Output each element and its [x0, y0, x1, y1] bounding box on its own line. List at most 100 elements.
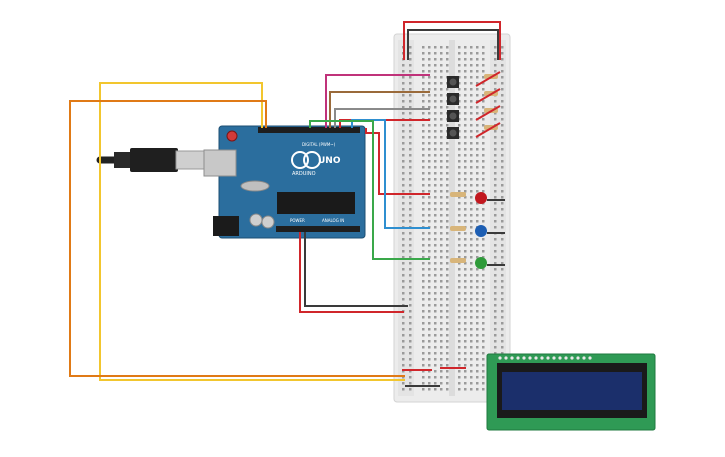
breadboard-hole — [434, 298, 437, 301]
breadboard-hole — [464, 334, 467, 337]
breadboard[interactable] — [393, 33, 511, 403]
led-blue[interactable] — [475, 225, 487, 237]
breadboard-hole — [446, 262, 449, 265]
breadboard-hole — [482, 340, 485, 343]
breadboard-hole — [409, 88, 412, 91]
breadboard-hole — [470, 244, 473, 247]
breadboard-hole — [458, 358, 461, 361]
breadboard-hole — [482, 304, 485, 307]
breadboard-hole — [458, 322, 461, 325]
breadboard-hole — [482, 88, 485, 91]
breadboard-hole — [464, 280, 467, 283]
reset-button[interactable] — [226, 130, 238, 142]
breadboard-hole — [402, 316, 405, 319]
push-button-1-cap — [449, 78, 457, 86]
wire-red-led — [365, 128, 430, 195]
breadboard-hole — [476, 94, 479, 97]
usb-plug-tip — [175, 150, 207, 170]
breadboard-hole — [470, 70, 473, 73]
breadboard-hole — [434, 100, 437, 103]
breadboard-hole — [446, 244, 449, 247]
breadboard-hole — [440, 94, 443, 97]
breadboard-hole — [476, 316, 479, 319]
breadboard-hole — [494, 250, 497, 253]
led-green[interactable] — [475, 257, 487, 269]
breadboard-hole — [470, 238, 473, 241]
breadboard-hole — [464, 304, 467, 307]
breadboard-hole — [482, 64, 485, 67]
breadboard-hole — [501, 124, 504, 127]
breadboard-hole — [476, 364, 479, 367]
breadboard-hole — [440, 202, 443, 205]
breadboard-hole — [482, 142, 485, 145]
breadboard-hole — [422, 214, 425, 217]
crystal-oscillator — [240, 180, 270, 192]
breadboard-hole — [494, 178, 497, 181]
breadboard-hole — [458, 88, 461, 91]
led-red[interactable] — [475, 192, 487, 204]
breadboard-hole — [428, 268, 431, 271]
breadboard-hole — [428, 304, 431, 307]
breadboard-hole — [494, 136, 497, 139]
breadboard-hole — [464, 106, 467, 109]
breadboard-hole — [458, 232, 461, 235]
breadboard-hole — [501, 94, 504, 97]
breadboard-hole — [464, 292, 467, 295]
breadboard-hole — [422, 310, 425, 313]
breadboard-hole — [482, 298, 485, 301]
breadboard-hole — [476, 292, 479, 295]
breadboard-hole — [402, 352, 405, 355]
breadboard-hole — [440, 64, 443, 67]
breadboard-hole — [476, 124, 479, 127]
breadboard-hole — [434, 202, 437, 205]
breadboard-hole — [434, 364, 437, 367]
breadboard-hole — [402, 262, 405, 265]
breadboard-hole — [422, 106, 425, 109]
breadboard-hole — [409, 94, 412, 97]
breadboard-hole — [402, 172, 405, 175]
lcd-display[interactable] — [486, 353, 656, 431]
breadboard-hole — [476, 46, 479, 49]
breadboard-hole — [434, 220, 437, 223]
breadboard-hole — [470, 274, 473, 277]
breadboard-hole — [446, 46, 449, 49]
breadboard-hole — [440, 334, 443, 337]
breadboard-hole — [428, 124, 431, 127]
breadboard-hole — [402, 94, 405, 97]
breadboard-hole — [494, 316, 497, 319]
breadboard-hole — [428, 298, 431, 301]
breadboard-hole — [428, 202, 431, 205]
breadboard-hole — [434, 112, 437, 115]
breadboard-hole — [494, 190, 497, 193]
breadboard-hole — [409, 304, 412, 307]
breadboard-hole — [494, 238, 497, 241]
breadboard-hole — [501, 202, 504, 205]
usb-cable[interactable] — [96, 148, 207, 172]
breadboard-hole — [422, 316, 425, 319]
breadboard-hole — [470, 280, 473, 283]
breadboard-hole — [440, 238, 443, 241]
breadboard-hole — [422, 58, 425, 61]
breadboard-hole — [446, 364, 449, 367]
breadboard-hole — [458, 256, 461, 259]
breadboard-hole — [428, 208, 431, 211]
arduino-uno-board[interactable]: UNO ARDUINO DIGITAL (PWM~) POWER ANALOG … — [203, 125, 366, 239]
breadboard-hole — [409, 58, 412, 61]
breadboard-hole — [434, 322, 437, 325]
breadboard-hole — [402, 190, 405, 193]
breadboard-hole — [501, 118, 504, 121]
breadboard-hole — [501, 298, 504, 301]
breadboard-hole — [501, 280, 504, 283]
breadboard-hole — [476, 346, 479, 349]
breadboard-hole — [434, 328, 437, 331]
breadboard-hole — [458, 370, 461, 373]
push-buttons[interactable] — [447, 76, 459, 139]
breadboard-hole — [494, 280, 497, 283]
breadboard-hole — [494, 322, 497, 325]
breadboard-hole — [409, 142, 412, 145]
breadboard-hole — [470, 52, 473, 55]
breadboard-hole — [464, 160, 467, 163]
breadboard-hole — [402, 232, 405, 235]
breadboard-hole — [440, 346, 443, 349]
breadboard-hole — [476, 244, 479, 247]
